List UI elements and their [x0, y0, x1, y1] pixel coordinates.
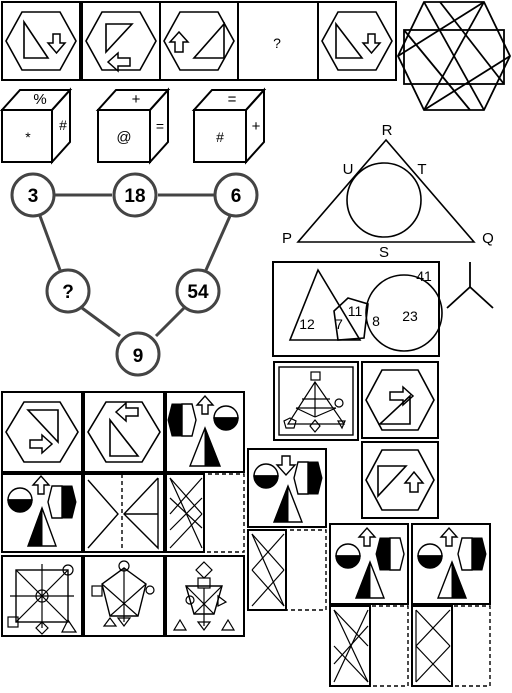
- cube-1: [0, 87, 73, 165]
- cube-3-front: #: [216, 129, 224, 145]
- arrow-down-icon: [361, 33, 382, 55]
- network-node-5: 54: [187, 282, 209, 303]
- cube-3: [191, 87, 267, 165]
- grid-cell-1: [1, 391, 83, 473]
- shaded-figure-box-1: [247, 448, 327, 528]
- shaded-figure-box-3: [411, 523, 491, 605]
- dashed-figure-box-3: [411, 605, 491, 687]
- grid-cell-9: [165, 555, 245, 637]
- arrow-up-icon: [439, 526, 459, 547]
- dashed-figure-box-1: [247, 529, 327, 611]
- cube-1-top: %: [33, 91, 46, 108]
- arrow-left-icon: [106, 51, 131, 73]
- arrow-up-icon: [168, 30, 190, 53]
- venn-number-2: 12: [299, 316, 315, 332]
- network-node-6: 9: [133, 346, 144, 367]
- grid-cell-8: [83, 555, 165, 637]
- cube-3-side: +: [252, 118, 261, 135]
- venn-number-4: 11: [348, 303, 363, 319]
- arrow-down-icon: [275, 455, 297, 477]
- network-node-1: 3: [28, 186, 39, 207]
- series-question-mark: ?: [273, 35, 281, 51]
- arrow-up-icon: [195, 394, 215, 415]
- grid-cell-7: [1, 555, 83, 637]
- cube-1-side: #: [59, 117, 67, 133]
- cube-2-top: +: [132, 91, 141, 108]
- cube-1-front: *: [25, 129, 31, 145]
- grid-cell-3: [165, 391, 245, 473]
- arrow-right-icon: [389, 385, 415, 407]
- shaded-figure-box-2: [329, 523, 409, 605]
- triangle-label-s: S: [379, 244, 389, 261]
- triangle-label-q: Q: [482, 230, 494, 247]
- venn-figure: [272, 261, 443, 357]
- arrow-left-icon: [114, 401, 139, 423]
- triangle-label-r: R: [382, 122, 393, 139]
- venn-number-5: 8: [372, 313, 380, 329]
- network-node-2: 18: [124, 186, 145, 207]
- series-figure-5: [317, 1, 397, 81]
- arrow-up-icon: [357, 526, 377, 547]
- venn-number-3: 7: [335, 316, 343, 332]
- arrow-up-hexagon-box: [361, 441, 439, 519]
- cube-2: [95, 87, 171, 165]
- series-row: [1, 1, 397, 81]
- grid-cell-2: [83, 391, 165, 473]
- arrow-down-icon: [46, 33, 67, 55]
- venn-number-1: 41: [416, 268, 432, 284]
- triangle-incircle-figure: [296, 138, 476, 243]
- network-figure-box: [273, 361, 359, 441]
- three-arm-symbol: [446, 262, 494, 309]
- triangle-label-u: U: [343, 161, 354, 178]
- grid-cell-4: [1, 473, 83, 553]
- cube-2-front: @: [116, 129, 131, 146]
- arrow-up-icon: [31, 474, 51, 495]
- circle-network: [10, 172, 259, 377]
- hexagon-line-figure: [397, 1, 511, 111]
- grid-cell-6: [165, 473, 245, 553]
- cube-3-top: =: [228, 91, 237, 108]
- triangle-label-p: P: [282, 230, 292, 247]
- network-node-4: ?: [62, 282, 74, 303]
- grid-cell-5: [83, 473, 165, 553]
- dashed-figure-box-2: [329, 605, 409, 687]
- venn-number-6: 23: [402, 308, 418, 324]
- arrow-right-icon: [29, 433, 54, 455]
- network-node-3: 6: [231, 186, 242, 207]
- cube-2-side: =: [156, 118, 164, 134]
- arrow-right-hexagon-box: [361, 361, 439, 439]
- arrow-up-icon: [403, 470, 425, 493]
- series-figure-1: [1, 1, 81, 81]
- triangle-label-t: T: [417, 161, 426, 178]
